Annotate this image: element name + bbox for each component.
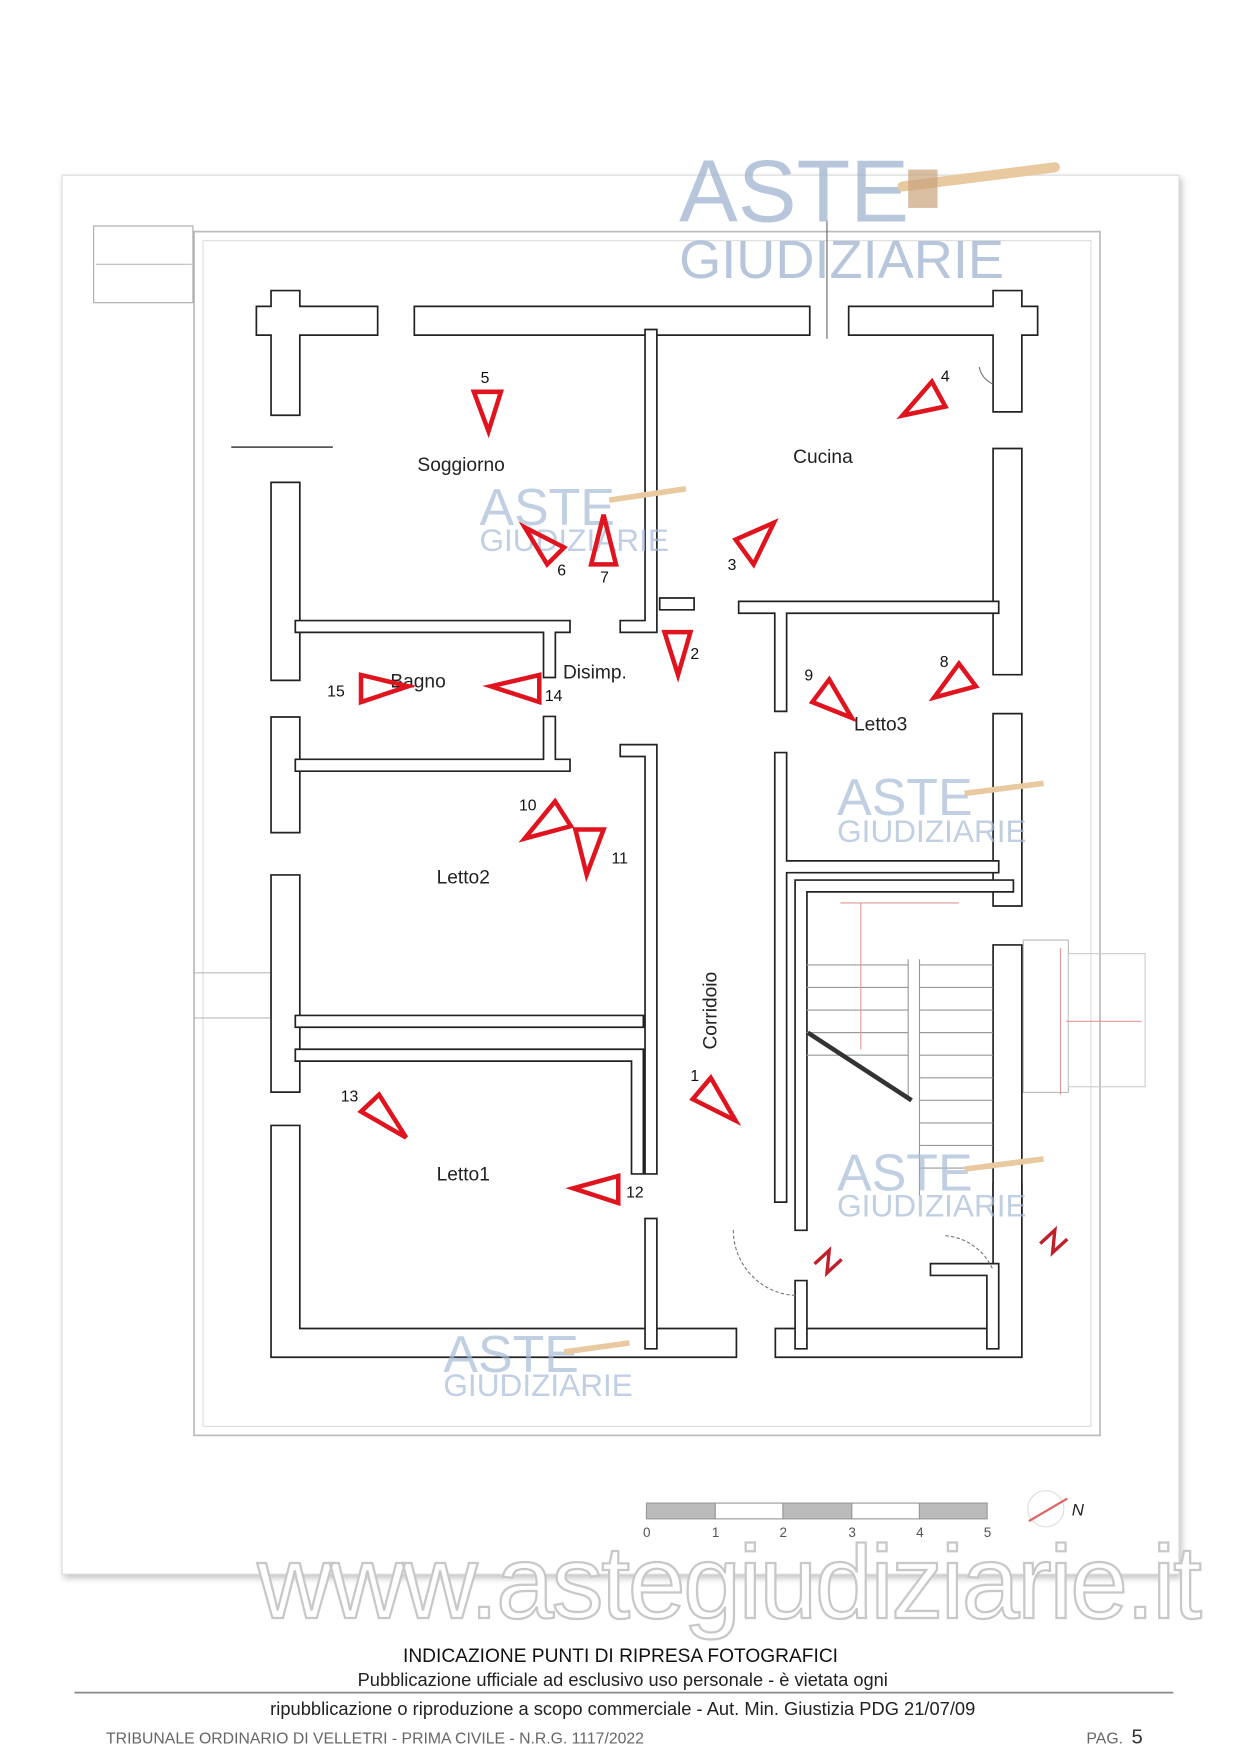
watermark-aste: ASTE GIUDIZIARIE <box>443 1325 632 1403</box>
svg-text:4: 4 <box>941 369 950 386</box>
svg-text:11: 11 <box>611 850 627 867</box>
svg-text:3: 3 <box>848 1525 856 1540</box>
entrance-ramp <box>93 225 194 304</box>
svg-text:GIUDIZIARIE: GIUDIZIARIE <box>837 1188 1026 1224</box>
svg-text:ASTE: ASTE <box>443 1325 579 1383</box>
page-number: 5 <box>1132 1726 1143 1748</box>
north-arrow-icon: N <box>1027 1490 1085 1528</box>
svg-text:15: 15 <box>327 683 345 700</box>
scale-bar: 0 1 2 3 4 5 <box>643 1502 992 1540</box>
footer-notice-2: ripubblicazione o riproduzione a scopo c… <box>270 1699 975 1719</box>
svg-text:9: 9 <box>804 668 813 685</box>
svg-text:GIUDIZIARIE: GIUDIZIARIE <box>479 522 668 558</box>
room-label-cucina: Cucina <box>793 447 853 468</box>
svg-text:1: 1 <box>712 1525 720 1540</box>
svg-text:GIUDIZIARIE: GIUDIZIARIE <box>837 813 1026 849</box>
svg-text:ASTE: ASTE <box>837 1144 973 1202</box>
svg-text:GIUDIZIARIE: GIUDIZIARIE <box>679 230 1004 290</box>
svg-text:5: 5 <box>481 370 490 387</box>
svg-text:ASTE: ASTE <box>679 141 909 240</box>
svg-text:GIUDIZIARIE: GIUDIZIARIE <box>443 1367 632 1403</box>
svg-text:3: 3 <box>728 557 737 574</box>
photo-markers: 5 4 6 7 3 2 9 8 15 14 10 11 1 13 12 <box>327 369 980 1207</box>
svg-text:2: 2 <box>780 1525 788 1540</box>
footer-court: TRIBUNALE ORDINARIO DI VELLETRI - PRIMA … <box>106 1730 644 1747</box>
room-label-letto3: Letto3 <box>854 714 907 735</box>
svg-text:7: 7 <box>600 569 609 586</box>
svg-text:N: N <box>1072 1500 1085 1519</box>
svg-text:5: 5 <box>984 1525 992 1540</box>
room-label-letto1: Letto1 <box>437 1164 490 1185</box>
room-label-corridoio: Corridoio <box>700 972 721 1050</box>
watermark-aste: ASTE GIUDIZIARIE <box>837 768 1044 849</box>
svg-text:1: 1 <box>690 1068 699 1085</box>
svg-text:6: 6 <box>557 563 566 580</box>
svg-text:12: 12 <box>626 1184 644 1201</box>
page-label: PAG. <box>1086 1730 1123 1747</box>
svg-text:0: 0 <box>643 1525 651 1540</box>
svg-text:14: 14 <box>545 688 563 705</box>
watermark-aste: ASTE GIUDIZIARIE <box>837 1144 1044 1224</box>
room-label-letto2: Letto2 <box>437 868 490 889</box>
entrance-door <box>732 1230 796 1297</box>
walls <box>255 289 1142 1359</box>
room-label-disimp: Disimp. <box>563 662 627 683</box>
staircase <box>806 902 1142 1197</box>
svg-text:4: 4 <box>916 1525 924 1540</box>
footer-notice-1: Pubblicazione ufficiale ad esclusivo uso… <box>358 1670 888 1690</box>
svg-text:13: 13 <box>341 1088 359 1105</box>
svg-text:10: 10 <box>519 797 537 814</box>
room-label-soggiorno: Soggiorno <box>417 455 504 476</box>
svg-text:8: 8 <box>940 654 949 671</box>
watermark-site: www.astegiudiziarie.it <box>256 1524 1202 1640</box>
svg-text:ASTE: ASTE <box>837 768 973 826</box>
watermark-aste: ASTE GIUDIZIARIE <box>479 478 687 558</box>
lot-boundary <box>193 230 1101 1437</box>
watermark-aste-top: ASTE GIUDIZIARIE <box>679 141 1060 290</box>
svg-text:2: 2 <box>690 646 699 663</box>
svg-text:ASTE: ASTE <box>479 478 615 536</box>
caption: INDICAZIONE PUNTI DI RIPRESA FOTOGRAFICI <box>403 1646 838 1667</box>
